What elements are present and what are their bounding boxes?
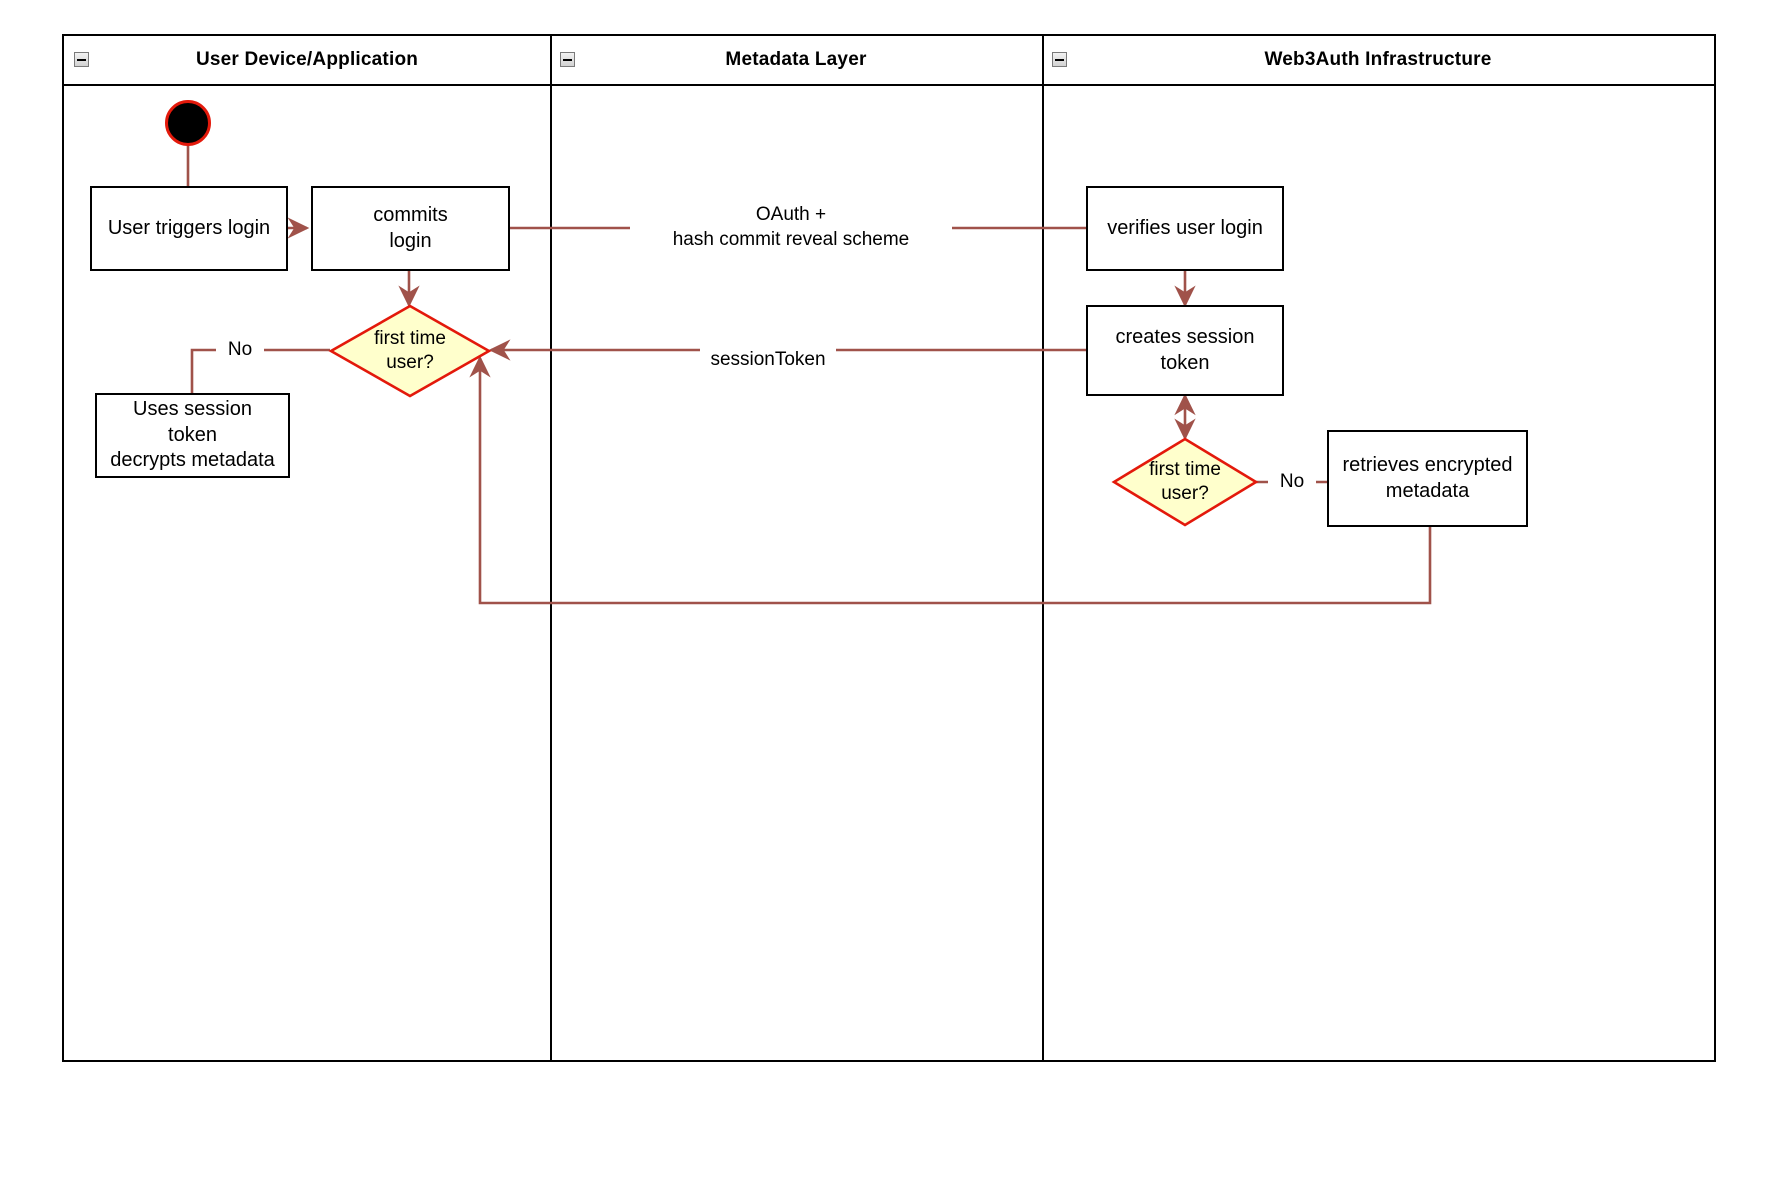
node-label: commits login [373,203,448,252]
edge-label-oauth: OAuth + hash commit reveal scheme [630,203,952,253]
lane-metadata-layer [550,36,1042,1060]
lane-title-web3auth: Web3Auth Infrastructure [1264,49,1492,70]
node-uses-session-token[interactable]: Uses session token decrypts metadata [95,393,290,478]
node-user-triggers-login[interactable]: User triggers login [90,186,288,271]
edge-label-session-token: sessionToken [700,348,836,373]
node-label: retrieves encrypted metadata [1342,453,1513,502]
node-commits-login[interactable]: commits login [311,186,510,271]
lane-header-web3auth[interactable]: Web3Auth Infrastructure [1042,36,1714,86]
collapse-minus-icon[interactable] [74,52,89,67]
decision-first-time-user-right[interactable]: first time user? [1111,437,1259,527]
collapse-minus-icon[interactable] [560,52,575,67]
node-label: creates session token [1115,325,1255,374]
collapse-minus-icon[interactable] [1052,52,1067,67]
node-label: verifies user login [1107,216,1263,239]
lane-title-user-device: User Device/Application [195,49,419,70]
edge-label-no-right: No [1268,470,1316,495]
node-retrieves-encrypted-metadata[interactable]: retrieves encrypted metadata [1327,430,1528,527]
start-node[interactable] [165,100,211,146]
lane-header-user-device[interactable]: User Device/Application [64,36,550,86]
lane-title-metadata-layer: Metadata Layer [725,49,867,70]
node-creates-session-token[interactable]: creates session token [1086,305,1284,396]
edge-label-no-left: No [216,338,264,363]
lane-header-metadata-layer[interactable]: Metadata Layer [550,36,1042,86]
node-label: User triggers login [107,216,271,239]
node-verifies-user-login[interactable]: verifies user login [1086,186,1284,271]
decision-first-time-user-left[interactable]: first time user? [328,304,492,398]
node-label: Uses session token decrypts metadata [110,398,275,472]
